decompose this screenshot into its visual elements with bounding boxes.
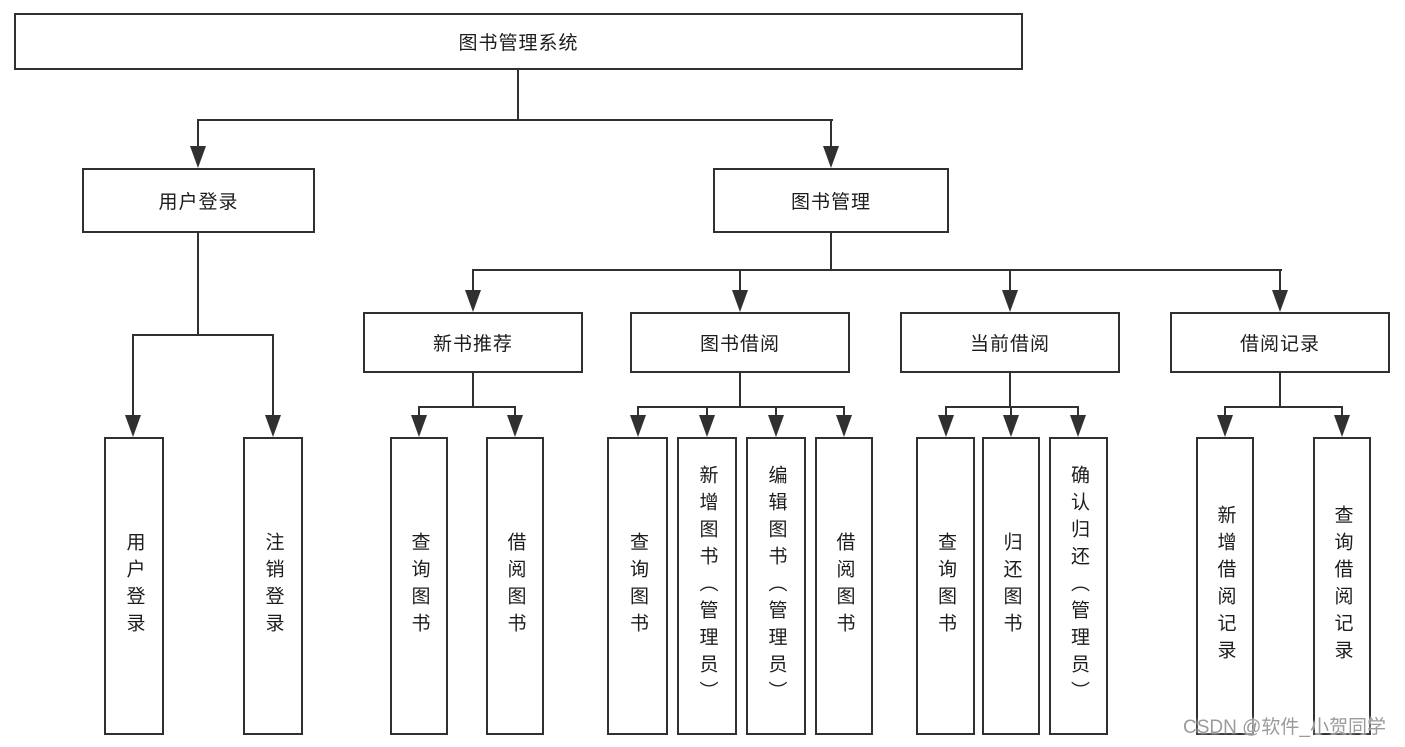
connector-line <box>706 406 708 416</box>
leaf-query-borrow-record-label: 查询借阅记录 <box>1331 505 1353 667</box>
connector-arrowhead <box>1003 415 1019 437</box>
leaf-user-login: 用户登录 <box>104 437 164 735</box>
connector-arrowhead <box>1217 415 1233 437</box>
node-new-book-recommend-label: 新书推荐 <box>432 334 513 355</box>
connector-line <box>1224 406 1343 408</box>
connector-line <box>637 406 639 416</box>
node-user-login: 用户登录 <box>82 168 315 233</box>
leaf-confirm-return-admin: 确认归还（管理员） <box>1049 437 1108 735</box>
leaf-query-book-borrow-label: 查询图书 <box>627 532 648 640</box>
connector-line <box>1009 373 1011 408</box>
leaf-add-borrow-record: 新增借阅记录 <box>1196 437 1254 735</box>
node-new-book-recommend: 新书推荐 <box>363 312 583 373</box>
connector-line <box>739 269 741 291</box>
connector-arrowhead <box>411 415 427 437</box>
connector-line <box>1077 406 1079 416</box>
connector-arrowhead <box>732 290 748 312</box>
connector-arrowhead <box>823 146 839 168</box>
connector-line <box>197 119 199 148</box>
connector-line <box>418 406 420 416</box>
leaf-borrow-book: 借阅图书 <box>815 437 873 735</box>
leaf-query-book-recommend: 查询图书 <box>390 437 448 735</box>
connector-arrowhead <box>465 290 481 312</box>
leaf-borrow-book-recommend-label: 借阅图书 <box>504 532 526 640</box>
connector-line <box>945 406 1079 408</box>
connector-line <box>472 269 474 291</box>
node-borrow-records-label: 借阅记录 <box>1239 334 1320 355</box>
watermark-text: CSDN @软件_小贺同学 <box>1183 717 1386 738</box>
connector-arrowhead <box>125 415 141 437</box>
node-user-login-label: 用户登录 <box>158 192 239 213</box>
leaf-logout: 注销登录 <box>243 437 303 735</box>
node-current-borrow-label: 当前借阅 <box>969 334 1050 355</box>
leaf-confirm-return-admin-label: 确认归还（管理员） <box>1068 464 1089 708</box>
connector-arrowhead <box>507 415 523 437</box>
connector-line <box>132 334 134 415</box>
connector-arrowhead <box>265 415 281 437</box>
connector-arrowhead <box>1334 415 1350 437</box>
connector-line <box>1224 406 1226 416</box>
node-book-management-label: 图书管理 <box>790 192 871 213</box>
connector-arrowhead <box>1070 415 1086 437</box>
connector-line <box>197 119 833 121</box>
node-root: 图书管理系统 <box>14 13 1023 70</box>
connector-arrowhead <box>836 415 852 437</box>
connector-line <box>1009 269 1011 291</box>
leaf-query-book-current: 查询图书 <box>916 437 975 735</box>
connector-arrowhead <box>190 146 206 168</box>
node-book-borrow: 图书借阅 <box>630 312 850 373</box>
connector-line <box>637 406 845 408</box>
connector-line <box>1341 406 1343 416</box>
connector-line <box>830 119 832 148</box>
connector-line <box>1279 269 1281 291</box>
connector-arrowhead <box>630 415 646 437</box>
connector-line <box>739 373 741 408</box>
node-book-management: 图书管理 <box>713 168 949 233</box>
connector-line <box>472 373 474 408</box>
leaf-borrow-book-recommend: 借阅图书 <box>486 437 544 735</box>
leaf-add-book-admin-label: 新增图书（管理员） <box>696 464 718 708</box>
leaf-user-login-label: 用户登录 <box>123 532 145 640</box>
connector-line <box>1279 373 1281 408</box>
node-book-borrow-label: 图书借阅 <box>699 334 780 355</box>
leaf-edit-book-admin: 编辑图书（管理员） <box>746 437 806 735</box>
connector-line <box>843 406 845 416</box>
leaf-add-book-admin: 新增图书（管理员） <box>677 437 737 735</box>
leaf-logout-label: 注销登录 <box>262 532 284 640</box>
connector-arrowhead <box>1002 290 1018 312</box>
connector-line <box>132 334 274 336</box>
connector-arrowhead <box>1272 290 1288 312</box>
connector-line <box>472 269 1282 271</box>
leaf-return-book-label: 归还图书 <box>1000 532 1022 640</box>
connector-line <box>1010 406 1012 416</box>
node-borrow-records: 借阅记录 <box>1170 312 1390 373</box>
connector-line <box>514 406 516 416</box>
leaf-query-borrow-record: 查询借阅记录 <box>1313 437 1371 735</box>
connector-arrowhead <box>699 415 715 437</box>
leaf-query-book-borrow: 查询图书 <box>607 437 668 735</box>
leaf-query-book-current-label: 查询图书 <box>935 532 956 640</box>
leaf-return-book: 归还图书 <box>982 437 1040 735</box>
connector-arrowhead <box>768 415 784 437</box>
connector-line <box>775 406 777 416</box>
leaf-borrow-book-label: 借阅图书 <box>833 532 855 640</box>
connector-line <box>418 406 516 408</box>
leaf-add-borrow-record-label: 新增借阅记录 <box>1214 505 1236 667</box>
node-root-label: 图书管理系统 <box>458 33 579 54</box>
node-current-borrow: 当前借阅 <box>900 312 1120 373</box>
connector-line <box>945 406 947 416</box>
connector-line <box>517 70 519 119</box>
leaf-edit-book-admin-label: 编辑图书（管理员） <box>765 464 787 708</box>
connector-arrowhead <box>938 415 954 437</box>
leaf-query-book-recommend-label: 查询图书 <box>408 532 430 640</box>
connector-line <box>272 334 274 415</box>
connector-line <box>830 233 832 271</box>
connector-line <box>197 233 199 336</box>
